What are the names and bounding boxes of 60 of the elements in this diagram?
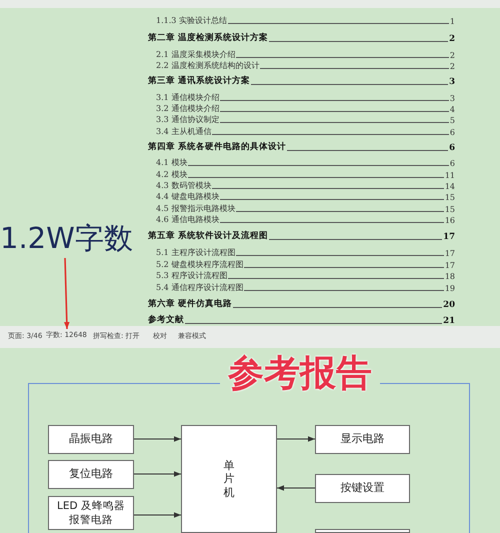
process-box: 按键设置	[315, 474, 410, 503]
page-number: 11	[444, 171, 455, 180]
toc-entry: 4.5 报警指示电路模块	[156, 203, 236, 214]
process-box: 复位电路	[48, 460, 134, 489]
toc-entry: 5.1 主程序设计流程图	[156, 247, 236, 258]
toc-entry: 3.1 通信模块介绍	[156, 92, 220, 103]
page-number: 14	[444, 182, 455, 191]
arrow	[276, 485, 316, 491]
page-number: 15	[444, 205, 455, 214]
toc-entry: 第五章 系统软件设计及流程图	[148, 230, 268, 242]
toc-entry: 4.2 模块	[156, 169, 188, 180]
toc-entry: 2.1 温度采集模块介绍	[156, 49, 236, 60]
page-number: 2	[449, 34, 455, 44]
page-number: 16	[444, 216, 455, 225]
toc-entry: 第三章 通讯系统设计方案	[148, 75, 250, 87]
toc-entry: 1.1.3 实验设计总结	[156, 15, 227, 26]
page-number: 3	[449, 77, 455, 87]
page-number: 6	[449, 143, 455, 153]
toc-entry: 2.2 温度检测系统结构的设计	[156, 60, 260, 71]
arrow	[134, 436, 182, 442]
page-number: 6	[450, 159, 455, 168]
toc-entry: 5.3 程序设计流程图	[156, 270, 228, 281]
page-number: 19	[444, 284, 455, 293]
toc-entry: 第六章 硬件仿真电路	[148, 298, 232, 310]
arrow	[276, 436, 316, 442]
toc-entry: 3.3 通信协议制定	[156, 114, 220, 125]
toc-entry: 4.4 键盘电路模块	[156, 191, 220, 202]
arrow	[64, 258, 70, 330]
process-box	[315, 529, 410, 533]
toc-entry: 4.3 数码管模块	[156, 180, 212, 191]
process-box: 晶振电路	[48, 425, 134, 454]
toc-entry: 5.4 通信程序设计流程图	[156, 282, 244, 293]
toc-entry: 第四章 系统各硬件电路的具体设计	[148, 141, 286, 153]
controller-box: 单片机	[181, 425, 277, 533]
arrow	[134, 471, 182, 477]
page-number: 17	[444, 261, 455, 270]
annotation-text: 1.2W字数	[0, 220, 142, 256]
toc-entry: 第二章 温度检测系统设计方案	[148, 32, 268, 44]
toc-entry: 4.6 通信电路模块	[156, 214, 220, 225]
page-number: 4	[450, 105, 455, 114]
page-number: 1	[450, 17, 455, 26]
page-number: 17	[444, 249, 455, 258]
page-number: 17	[443, 232, 455, 242]
toc-entry: 5.2 键盘模块程序流程图	[156, 259, 244, 270]
toc-entry: 4.1 模块	[156, 157, 188, 168]
page-number: 15	[444, 193, 455, 202]
process-box: 显示电路	[315, 425, 410, 454]
page-number: 20	[443, 300, 455, 310]
toc-entry: 3.2 通信模块介绍	[156, 103, 220, 114]
page-number: 5	[450, 116, 455, 125]
page-number: 2	[450, 51, 455, 60]
page-number: 18	[444, 272, 455, 281]
page-number: 3	[450, 94, 455, 103]
page-number: 21	[443, 316, 455, 326]
page-number: 6	[450, 128, 455, 137]
page-number: 2	[450, 62, 455, 71]
process-box: LED 及蜂鸣器报警电路	[48, 496, 134, 530]
toc-entry: 参考文献	[148, 314, 184, 326]
arrow	[134, 512, 182, 518]
toc-entry: 3.4 主从机通信	[156, 126, 212, 137]
